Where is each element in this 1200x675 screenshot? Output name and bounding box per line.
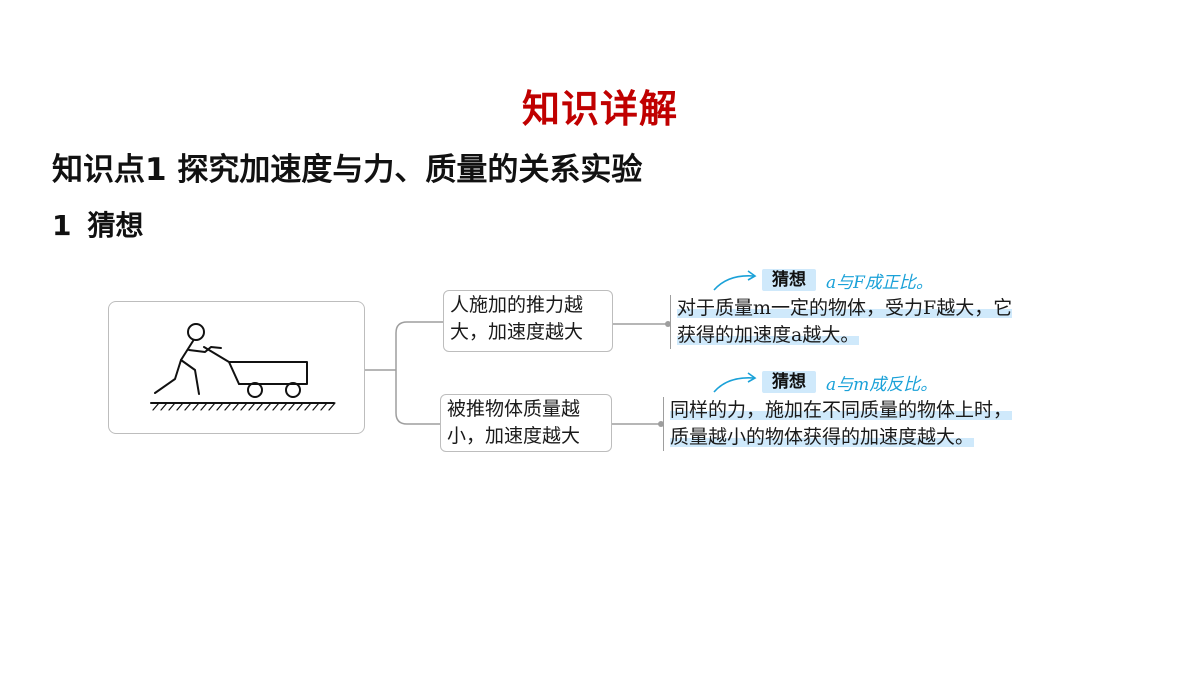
condition-line: 被推物体质量越 <box>447 398 581 420</box>
subsection-title: 1 猜想 <box>52 204 144 244</box>
guess-badge: 猜想 <box>762 371 816 393</box>
result-line: 获得的加速度a越大。 <box>677 324 860 346</box>
guess-badge: 猜想 <box>762 269 816 291</box>
result-text-mass: 同样的力，施加在不同质量的物体上时， 质量越小的物体获得的加速度越大。 <box>663 397 1080 451</box>
condition-line: 大，加速度越大 <box>450 321 584 343</box>
result-text-force: 对于质量m一定的物体，受力F越大，它 获得的加速度a越大。 <box>670 295 1077 349</box>
subsection-number: 1 <box>52 209 72 242</box>
result-line: 同样的力，施加在不同质量的物体上时， <box>670 399 1013 421</box>
person-pushing-cart-icon <box>150 323 336 411</box>
section-title: 知识点1 探究加速度与力、质量的关系实验 <box>52 152 643 188</box>
condition-line: 人施加的推力越 <box>450 294 584 316</box>
page-title: 知识详解 <box>521 87 678 131</box>
condition-box-force: 人施加的推力越 大，加速度越大 <box>443 290 613 352</box>
curved-arrow-icon <box>713 270 757 291</box>
guess-note: a与F成正比。 <box>826 272 933 293</box>
result-line: 质量越小的物体获得的加速度越大。 <box>670 426 975 448</box>
condition-line: 小，加速度越大 <box>447 425 581 447</box>
experiment-illustration <box>108 301 365 434</box>
result-line: 对于质量m一定的物体，受力F越大，它 <box>677 297 1013 319</box>
condition-box-mass: 被推物体质量越 小，加速度越大 <box>440 394 612 452</box>
subsection-label: 猜想 <box>87 209 144 242</box>
curved-arrow-icon <box>713 372 757 393</box>
guess-annotation-mass: 猜想 a与m成反比。 <box>712 370 938 395</box>
guess-note: a与m成反比。 <box>826 374 938 395</box>
guess-annotation-force: 猜想 a与F成正比。 <box>712 268 933 293</box>
